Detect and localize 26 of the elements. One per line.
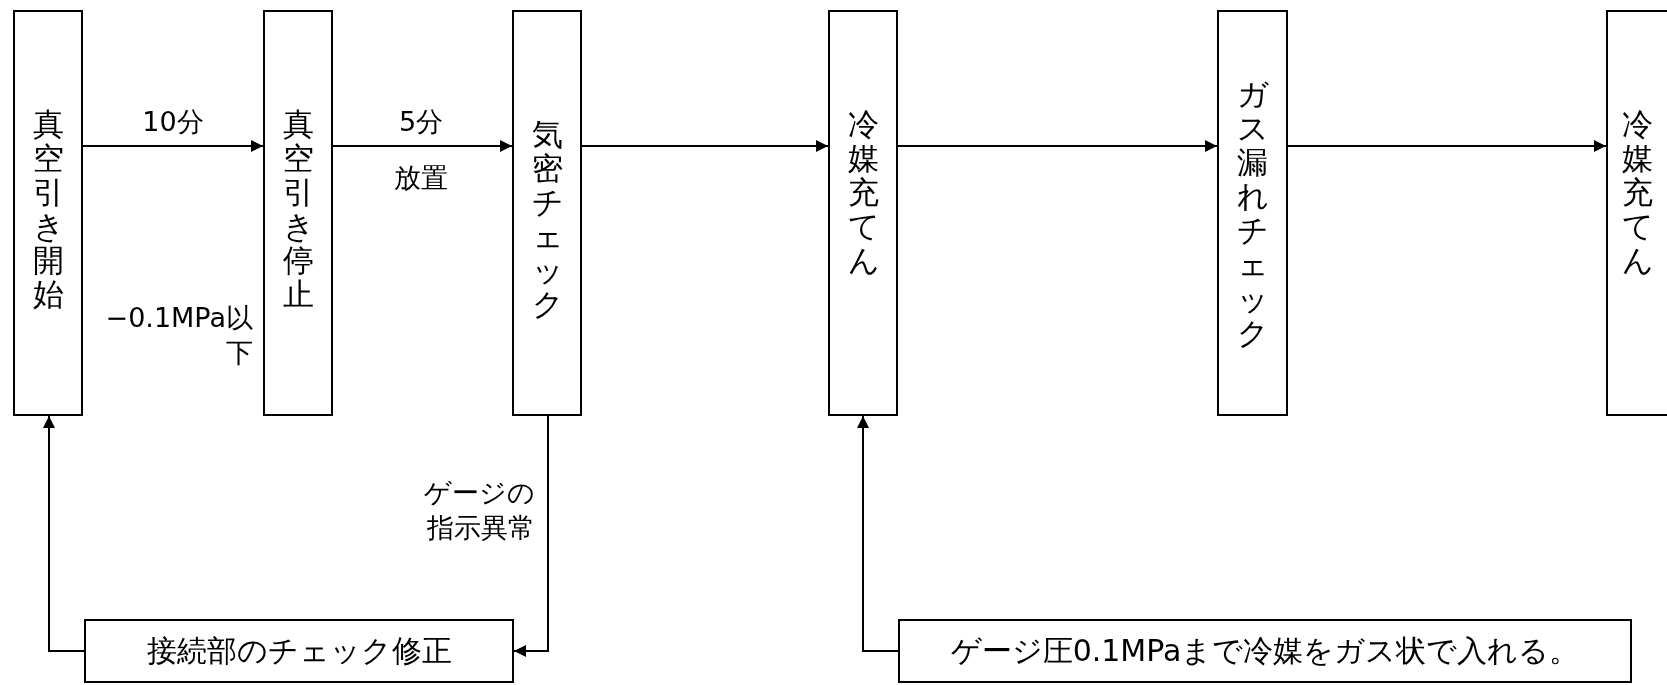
step-text: 真空引き開始 xyxy=(32,107,64,312)
arrow xyxy=(513,415,549,657)
arrow xyxy=(1287,140,1607,152)
process-box xyxy=(898,619,1632,683)
process-box xyxy=(1217,10,1288,416)
process-box xyxy=(512,10,582,416)
arrow xyxy=(581,140,829,152)
arrow xyxy=(82,140,264,152)
process-box xyxy=(828,10,898,416)
process-box xyxy=(263,10,333,416)
process-box xyxy=(1606,10,1667,416)
step-text: 冷媒充てん xyxy=(847,107,879,278)
step-text: 接続部のチェック修正 xyxy=(146,631,452,670)
arrow xyxy=(332,140,513,152)
process-box xyxy=(84,619,514,683)
condition-text: −0.1MPa以下 xyxy=(104,301,253,371)
step-text: 冷媒充てん xyxy=(1622,107,1653,278)
arrow xyxy=(897,140,1218,152)
arrow xyxy=(43,415,85,652)
arrow xyxy=(857,415,899,652)
step-text: 真空引き停止 xyxy=(282,107,314,312)
process-box xyxy=(13,10,83,416)
step-text: ゲージ圧0.1MPaまで冷媒をガス状で入れる。 xyxy=(950,631,1580,670)
step-text: 気密チェック xyxy=(531,117,563,322)
step-text: ガス漏れチェック xyxy=(1237,77,1268,350)
note-text: 放置 xyxy=(393,161,449,195)
